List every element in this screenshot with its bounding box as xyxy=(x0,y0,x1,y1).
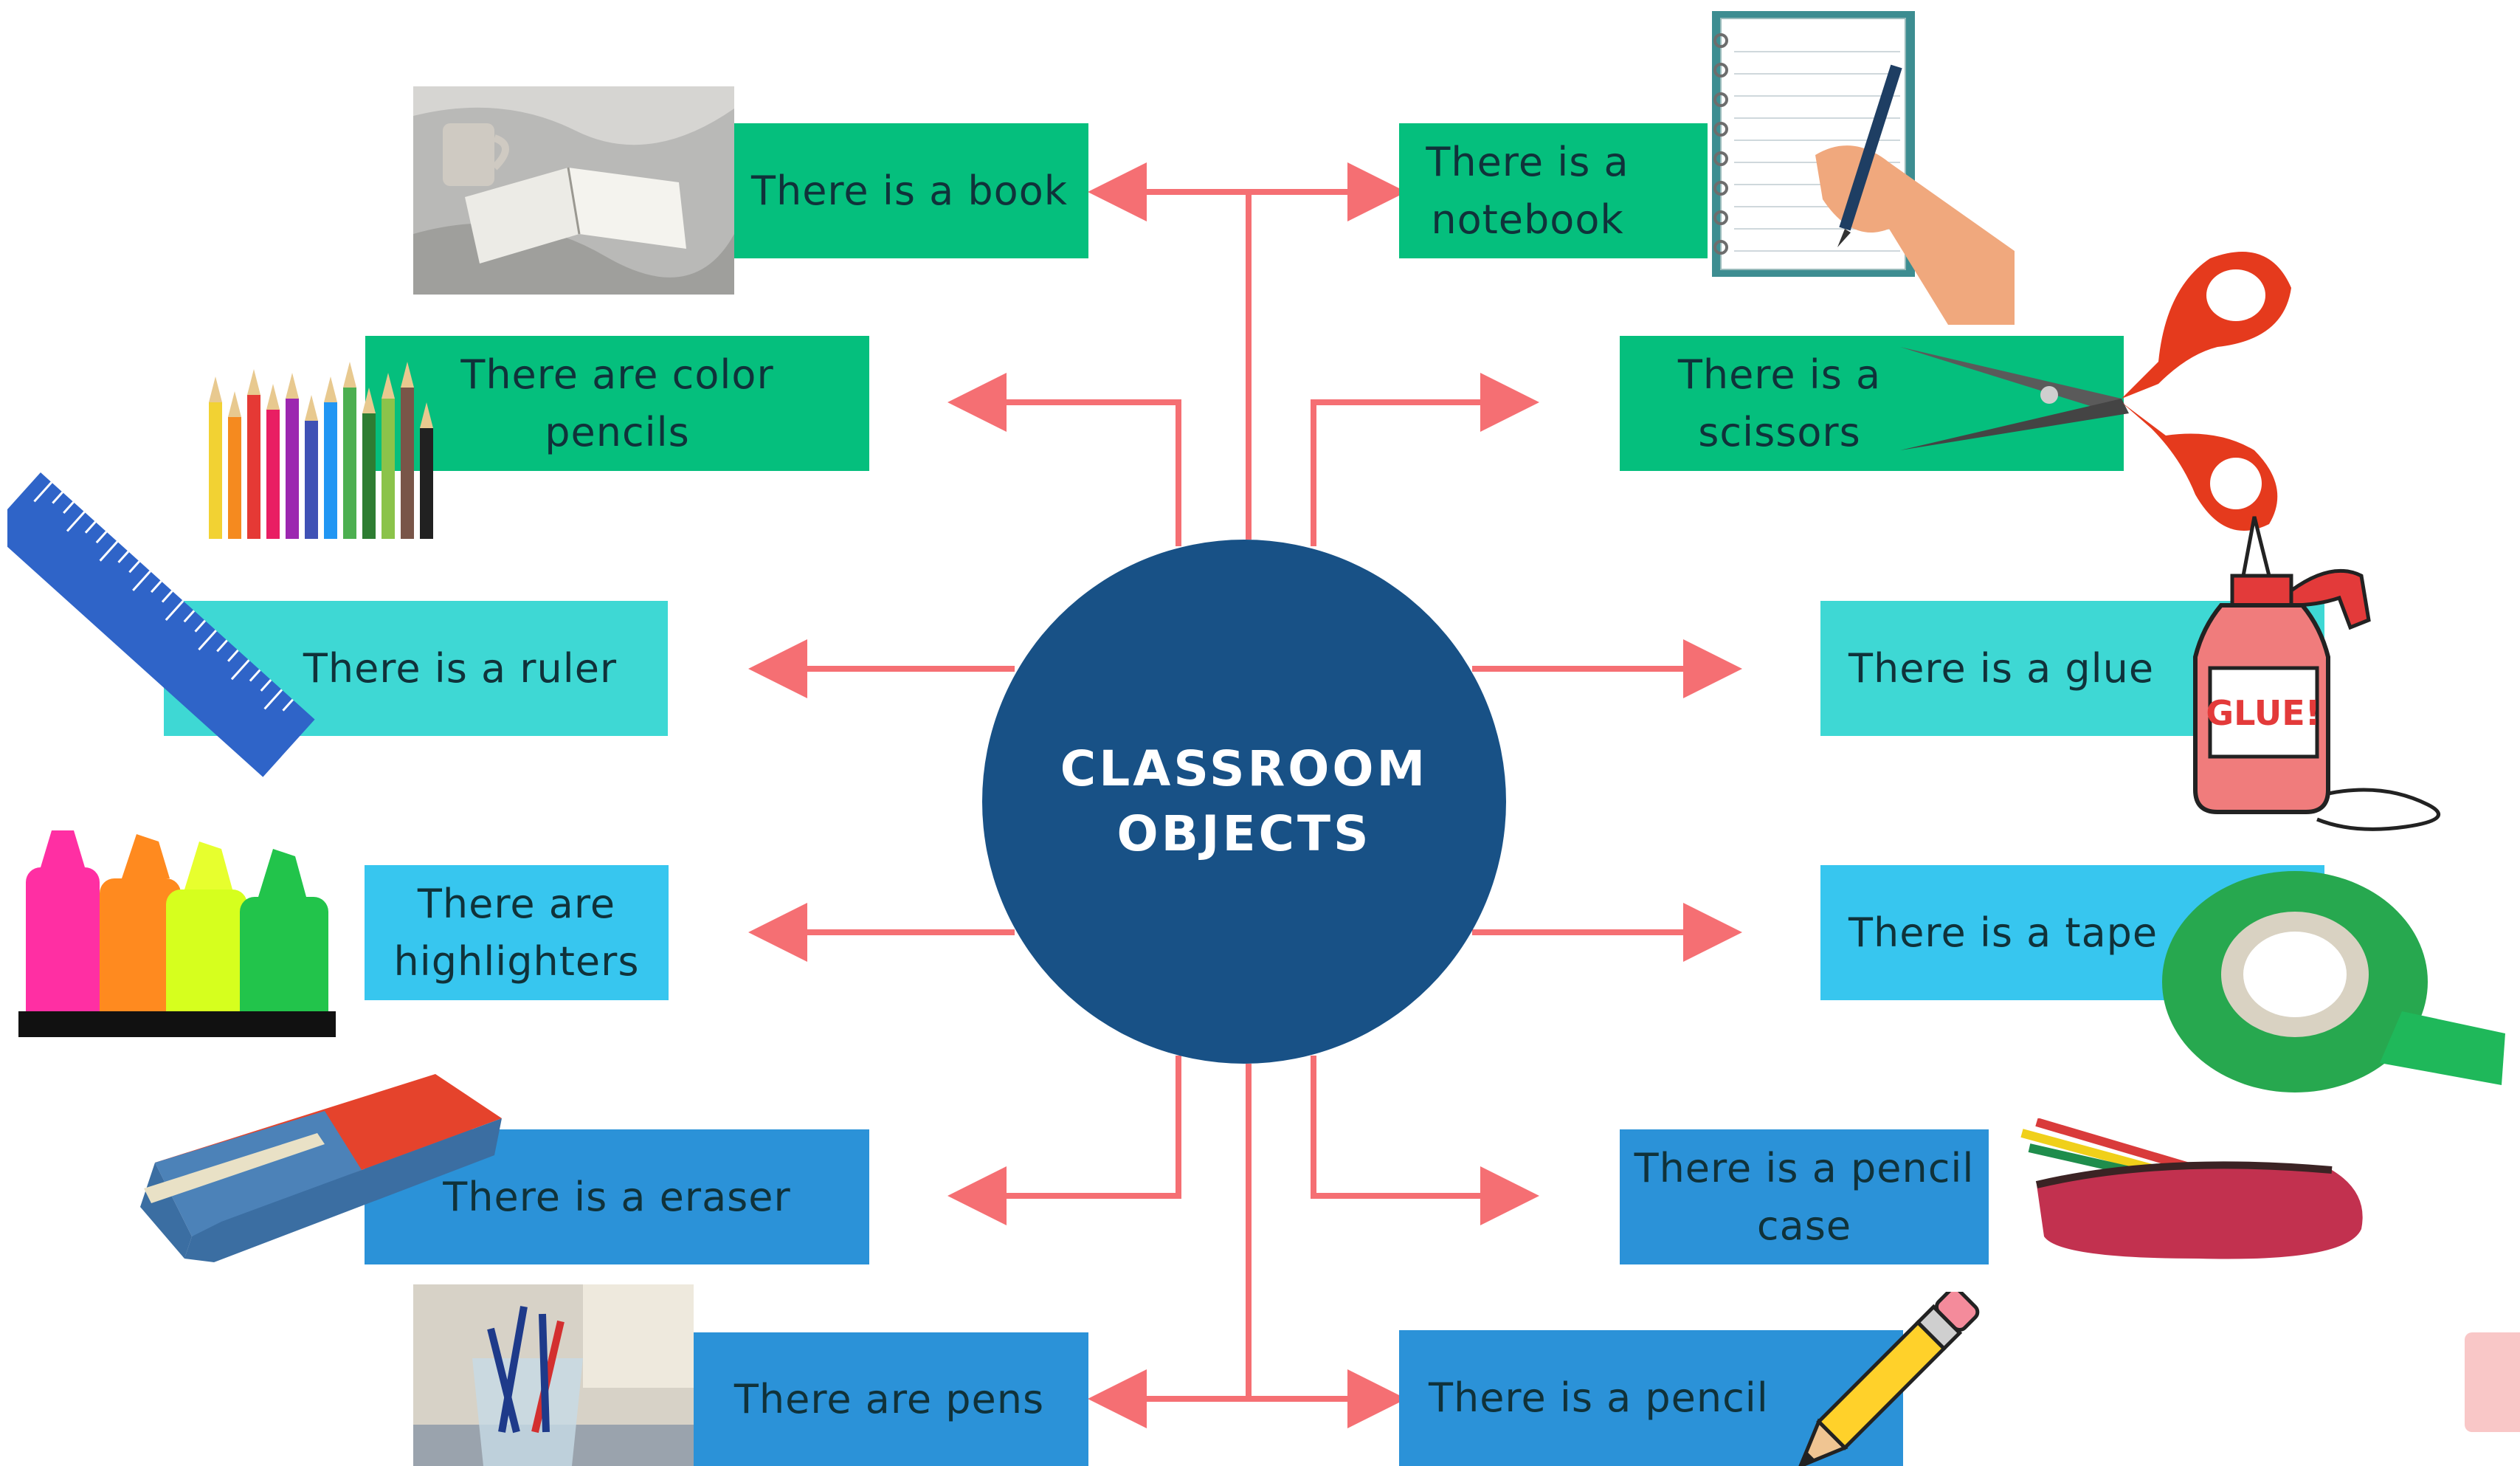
highlighters-text-2: highlighters xyxy=(393,937,640,985)
pens-photo xyxy=(413,1284,694,1466)
glue-text: There is a glue xyxy=(1848,644,2155,692)
center-title-line2: OBJECTS xyxy=(1116,805,1372,862)
pencil-icon xyxy=(1797,1292,1980,1466)
glue-icon: GLUE! xyxy=(2193,516,2440,831)
box-scissors: There is a scissors xyxy=(1620,336,2124,471)
scissors-icon xyxy=(1900,252,2291,531)
box-notebook: There is a notebook xyxy=(1399,123,1708,258)
center-title-line1: CLASSROOM xyxy=(1060,740,1429,797)
box-highlighters: There are highlighters xyxy=(365,865,669,1000)
box-pencil-case: There is a pencil case xyxy=(1620,1129,1989,1264)
scissors-text-1: There is a xyxy=(1677,351,1882,398)
tape-icon xyxy=(2162,871,2505,1092)
highlighters-text-1: There are xyxy=(417,880,616,927)
color-pencils-text-2: pencils xyxy=(545,408,690,455)
ruler-icon xyxy=(7,472,315,777)
notebook-text-1: There is a xyxy=(1426,138,1629,185)
ruler-text: There is a ruler xyxy=(303,644,618,692)
glue-label: GLUE! xyxy=(2206,693,2320,733)
notebook-icon xyxy=(1712,11,2015,325)
eraser-icon xyxy=(140,1074,502,1262)
center-node: CLASSROOM OBJECTS xyxy=(982,540,1506,1064)
color-pencils-icon xyxy=(209,362,433,539)
box-book: There is a book xyxy=(731,123,1088,258)
tape-text: There is a tape xyxy=(1848,909,2158,956)
pens-text: There are pens xyxy=(733,1375,1045,1422)
box-color-pencils: There are color pencils xyxy=(365,336,869,471)
color-pencils-text-1: There are color xyxy=(460,351,774,398)
pencil-case-text-2: case xyxy=(1756,1202,1852,1249)
corner-shape xyxy=(2465,1332,2520,1432)
box-pens: There are pens xyxy=(690,1332,1088,1466)
notebook-text-2: notebook xyxy=(1431,196,1624,243)
pencil-case-icon xyxy=(2020,1118,2363,1259)
eraser-text: There is a eraser xyxy=(443,1173,791,1220)
pencil-case-text-1: There is a pencil xyxy=(1634,1144,1975,1191)
book-text: There is a book xyxy=(750,167,1069,214)
book-photo xyxy=(413,86,734,295)
scissors-text-2: scissors xyxy=(1698,408,1861,455)
highlighters-icon xyxy=(18,830,336,1037)
pencil-text: There is a pencil xyxy=(1429,1374,1769,1421)
